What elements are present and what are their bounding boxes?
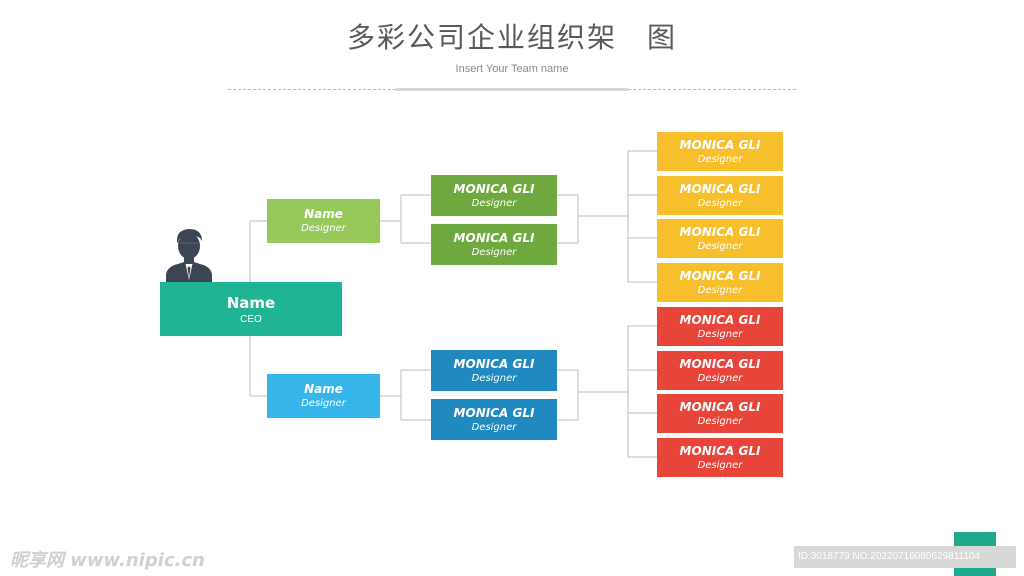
- lead-role: Designer: [471, 197, 517, 209]
- member-box: MONICA GLI Designer: [657, 438, 783, 477]
- lead-box: MONICA GLI Designer: [431, 399, 557, 440]
- member-name: MONICA GLI: [679, 181, 761, 196]
- member-name: MONICA GLI: [679, 137, 761, 152]
- member-role: Designer: [697, 197, 743, 209]
- lead-name: MONICA GLI: [453, 405, 535, 420]
- ceo-avatar-icon: [166, 229, 212, 284]
- manager-role: Designer: [301, 398, 346, 409]
- member-name: MONICA GLI: [679, 224, 761, 239]
- member-name: MONICA GLI: [679, 443, 761, 458]
- page-subtitle: Insert Your Team name: [455, 63, 569, 75]
- member-name: MONICA GLI: [679, 268, 761, 283]
- member-box: MONICA GLI Designer: [657, 263, 783, 302]
- member-role: Designer: [697, 372, 743, 384]
- member-box: MONICA GLI Designer: [657, 176, 783, 215]
- member-name: MONICA GLI: [679, 356, 761, 371]
- manager-name: Name: [304, 207, 343, 221]
- member-role: Designer: [697, 328, 743, 340]
- manager-box: Name Designer: [267, 199, 380, 243]
- manager-role: Designer: [301, 223, 346, 234]
- lead-role: Designer: [471, 372, 517, 384]
- page-title: 多彩公司企业组织架 图: [346, 21, 677, 54]
- header-divider-accent: [396, 88, 628, 91]
- member-box: MONICA GLI Designer: [657, 351, 783, 390]
- watermark-id: ID:3018779 NO:20220716080629811104: [794, 546, 1016, 568]
- lead-box: MONICA GLI Designer: [431, 224, 557, 265]
- manager-box: Name Designer: [267, 374, 380, 418]
- lead-box: MONICA GLI Designer: [431, 350, 557, 391]
- ceo-role: CEO: [240, 313, 262, 325]
- lead-role: Designer: [471, 246, 517, 258]
- member-role: Designer: [697, 459, 743, 471]
- member-name: MONICA GLI: [679, 399, 761, 414]
- ceo-box: Name CEO: [160, 282, 342, 336]
- member-role: Designer: [697, 284, 743, 296]
- lead-name: MONICA GLI: [453, 230, 535, 245]
- member-box: MONICA GLI Designer: [657, 219, 783, 258]
- member-role: Designer: [697, 240, 743, 252]
- member-role: Designer: [697, 153, 743, 165]
- member-box: MONICA GLI Designer: [657, 307, 783, 346]
- manager-name: Name: [304, 382, 343, 396]
- lead-name: MONICA GLI: [453, 181, 535, 196]
- member-role: Designer: [697, 415, 743, 427]
- member-name: MONICA GLI: [679, 312, 761, 327]
- lead-name: MONICA GLI: [453, 356, 535, 371]
- ceo-name: Name: [226, 293, 276, 312]
- member-box: MONICA GLI Designer: [657, 132, 783, 171]
- watermark-left: 昵享网 www.nipic.cn: [10, 550, 205, 571]
- lead-role: Designer: [471, 421, 517, 433]
- member-box: MONICA GLI Designer: [657, 394, 783, 433]
- lead-box: MONICA GLI Designer: [431, 175, 557, 216]
